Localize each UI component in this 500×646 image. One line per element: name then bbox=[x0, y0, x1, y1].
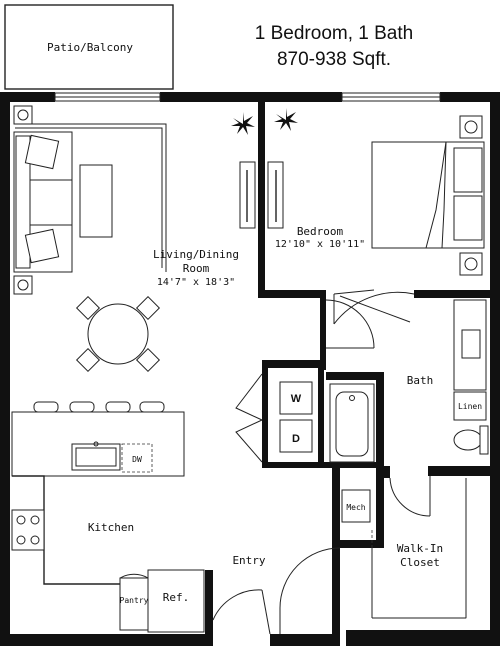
dryer-label: D bbox=[292, 433, 300, 445]
mech-unit: Mech bbox=[341, 489, 371, 523]
dishwasher-label: DW bbox=[132, 455, 142, 464]
walls bbox=[0, 92, 500, 646]
patio-balcony: Patio/Balcony bbox=[4, 4, 174, 90]
unit-type-title: 1 Bedroom, 1 Bath bbox=[255, 23, 413, 44]
fridge-label: Ref. bbox=[163, 591, 190, 604]
bed bbox=[371, 141, 485, 249]
pantry-label: Pantry bbox=[120, 596, 149, 605]
doors bbox=[212, 289, 431, 635]
entry-label: Entry bbox=[232, 554, 265, 567]
dining-table bbox=[75, 295, 161, 373]
mech-label: Mech bbox=[346, 503, 365, 512]
dryer: D bbox=[279, 419, 313, 453]
plants bbox=[231, 108, 298, 135]
linen-cabinet: Linen bbox=[453, 391, 487, 421]
bar-stools bbox=[33, 401, 165, 413]
nightstands bbox=[459, 115, 483, 276]
bedroom-label: Bedroom bbox=[297, 225, 344, 238]
refrigerator: Ref. bbox=[147, 569, 205, 633]
side-tables bbox=[13, 105, 33, 295]
bath-label: Bath bbox=[407, 374, 434, 387]
closet-label: Walk-In bbox=[397, 542, 443, 555]
sofa bbox=[13, 123, 167, 273]
living-room-label: Living/Dining bbox=[153, 248, 239, 261]
bathtub bbox=[329, 383, 375, 463]
washer-label: W bbox=[291, 393, 302, 405]
vanity bbox=[453, 299, 487, 391]
windows bbox=[54, 92, 441, 102]
bedroom-dimensions: 12'10" x 10'11" bbox=[275, 239, 365, 250]
walk-in-closet: Walk-In Closet bbox=[371, 478, 467, 619]
patio-label: Patio/Balcony bbox=[47, 41, 133, 54]
pantry: Pantry bbox=[119, 573, 149, 631]
closet-label-2: Closet bbox=[400, 556, 440, 569]
washer: W bbox=[279, 381, 313, 415]
living-room-label-2: Room bbox=[183, 262, 210, 275]
toilet bbox=[453, 425, 489, 455]
stove bbox=[11, 509, 45, 551]
tv-console bbox=[239, 161, 284, 229]
kitchen-island: DW bbox=[11, 411, 185, 477]
linen-label: Linen bbox=[458, 402, 482, 411]
unit-area: 870-938 Sqft. bbox=[277, 49, 391, 70]
kitchen-label: Kitchen bbox=[88, 521, 134, 534]
living-room-dimensions: 14'7" x 18'3" bbox=[157, 277, 235, 288]
